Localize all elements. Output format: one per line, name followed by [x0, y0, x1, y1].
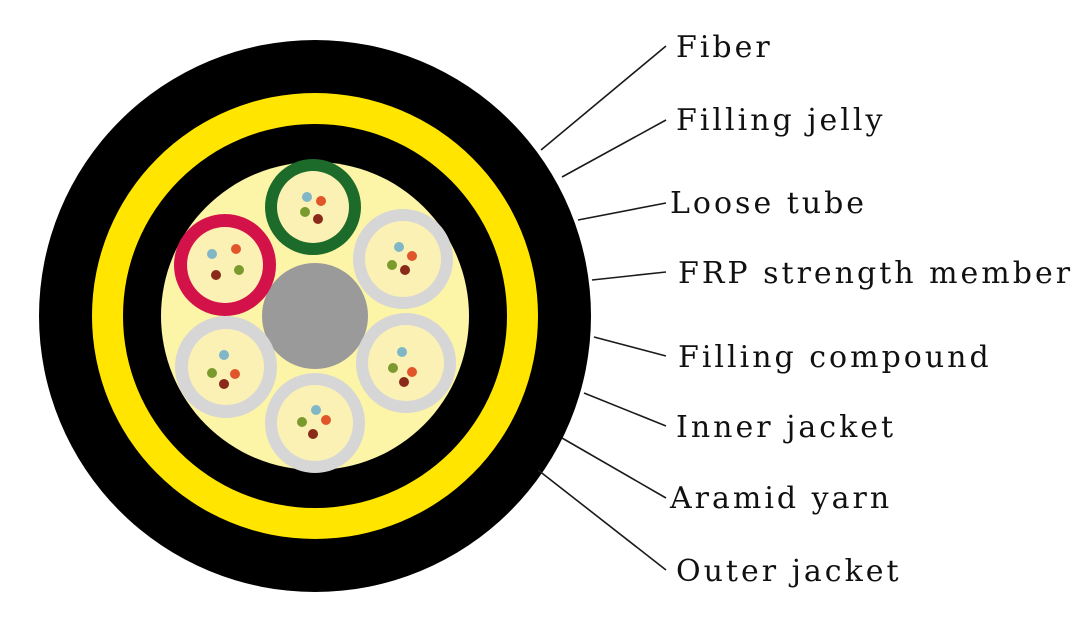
leader-line-inner-jacket [583, 392, 667, 427]
loose-tube [265, 373, 365, 473]
label-outer-jacket: Outer jacket [676, 554, 902, 589]
leader-line-frp-strength-member [591, 271, 667, 281]
leader-lines [537, 45, 667, 571]
leader-line-outer-jacket [537, 469, 667, 571]
callout-labels: Fiber Filling jelly Loose tube FRP stren… [669, 30, 1073, 589]
leader-line-filling-compound [593, 336, 667, 357]
loose-tube [265, 159, 361, 255]
label-filling-compound: Filling compound [678, 340, 992, 375]
label-inner-jacket: Inner jacket [676, 410, 896, 445]
label-loose-tube: Loose tube [670, 186, 867, 221]
loose-tube [174, 214, 276, 316]
label-aramid-yarn: Aramid yarn [669, 481, 892, 516]
leader-line-filling-jelly [561, 119, 667, 178]
frp-strength-member [262, 263, 368, 369]
label-filling-jelly: Filling jelly [676, 103, 885, 138]
leader-line-aramid-yarn [561, 437, 667, 499]
loose-tube [353, 209, 453, 309]
label-fiber: Fiber [676, 30, 773, 65]
leader-line-fiber [540, 45, 667, 151]
loose-tube [356, 313, 456, 413]
leader-line-loose-tube [577, 202, 667, 221]
label-frp-strength-member: FRP strength member [678, 256, 1073, 291]
loose-tube [175, 316, 277, 418]
